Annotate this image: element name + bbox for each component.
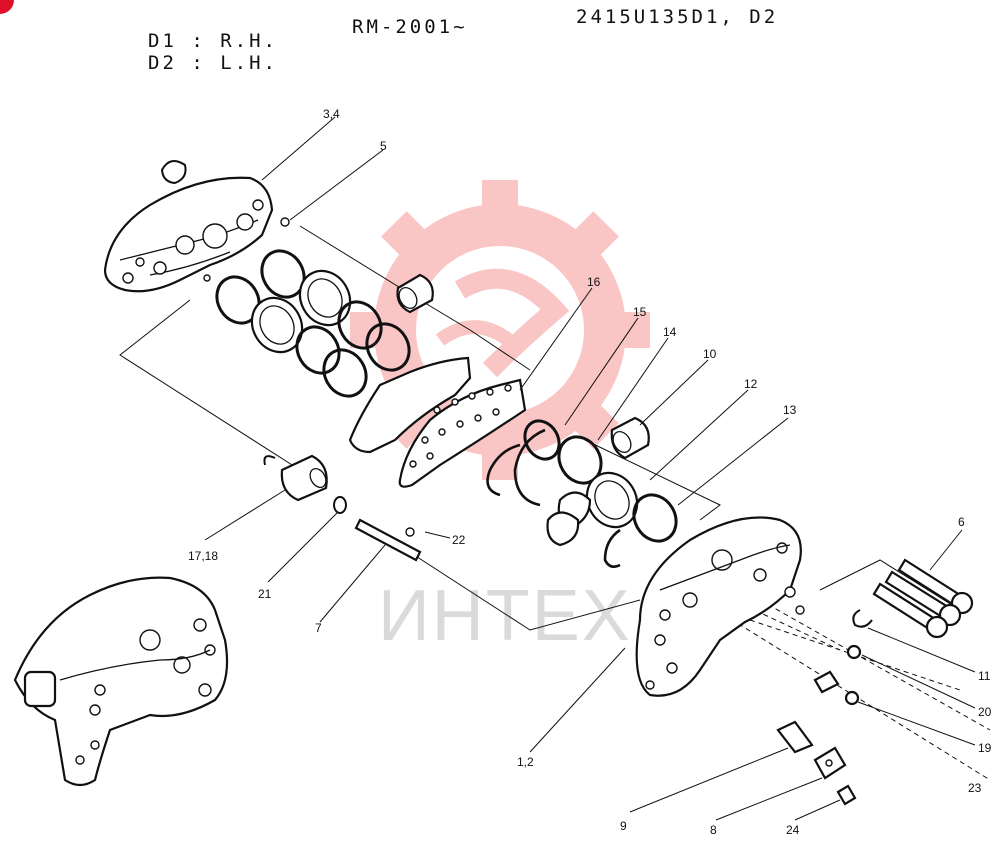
callout-13: 13 [783, 403, 797, 417]
callout-1-2: 1,2 [517, 755, 534, 769]
piston [546, 471, 639, 547]
leader-lines [204, 116, 976, 821]
callout-7: 7 [315, 621, 322, 635]
serial-range: RM-2001~ [352, 16, 468, 38]
callout-8: 8 [710, 823, 717, 837]
callout-5: 5 [380, 139, 387, 153]
callout-24: 24 [786, 823, 800, 837]
callout-16: 16 [587, 275, 601, 289]
callout-6: 6 [958, 515, 965, 529]
callout-17-18: 17,18 [188, 549, 218, 563]
callout-9: 9 [620, 819, 627, 833]
side-label-d2: D2 : L.H. [148, 52, 278, 74]
callout-20: 20 [978, 705, 992, 719]
mounting-bolts [872, 558, 974, 639]
piston-seal-rings [215, 249, 411, 398]
watermark-text: ИНТЕХ [378, 576, 632, 656]
callout-14: 14 [663, 325, 677, 339]
callout-22: 22 [452, 533, 466, 547]
small-fittings [776, 609, 873, 806]
lower-bushing [610, 416, 650, 460]
assembly-outline [119, 225, 991, 781]
piston-seal [603, 493, 678, 568]
lower-caliper-housing [635, 516, 805, 697]
callout-23: 23 [968, 781, 982, 795]
side-label-d1: D1 : R.H. [148, 30, 278, 52]
callout-3-4: 3,4 [323, 107, 340, 121]
callout-15: 15 [633, 305, 647, 319]
retaining-clips [486, 419, 603, 507]
callout-21: 21 [258, 587, 272, 601]
callout-11: 11 [978, 669, 991, 683]
part-code: 2415U135D1, D2 [576, 6, 779, 28]
upper-caliper-housing [103, 160, 274, 293]
upper-bushing [280, 217, 434, 314]
callout-10: 10 [703, 347, 717, 361]
guide-pin-assembly [263, 454, 422, 562]
assembled-caliper [13, 576, 229, 787]
callout-labels: 3,4 5 16 15 14 10 12 13 6 17,18 21 22 7 … [188, 107, 992, 837]
callout-19: 19 [978, 741, 992, 755]
brake-pads [348, 356, 527, 488]
callout-12: 12 [744, 377, 758, 391]
